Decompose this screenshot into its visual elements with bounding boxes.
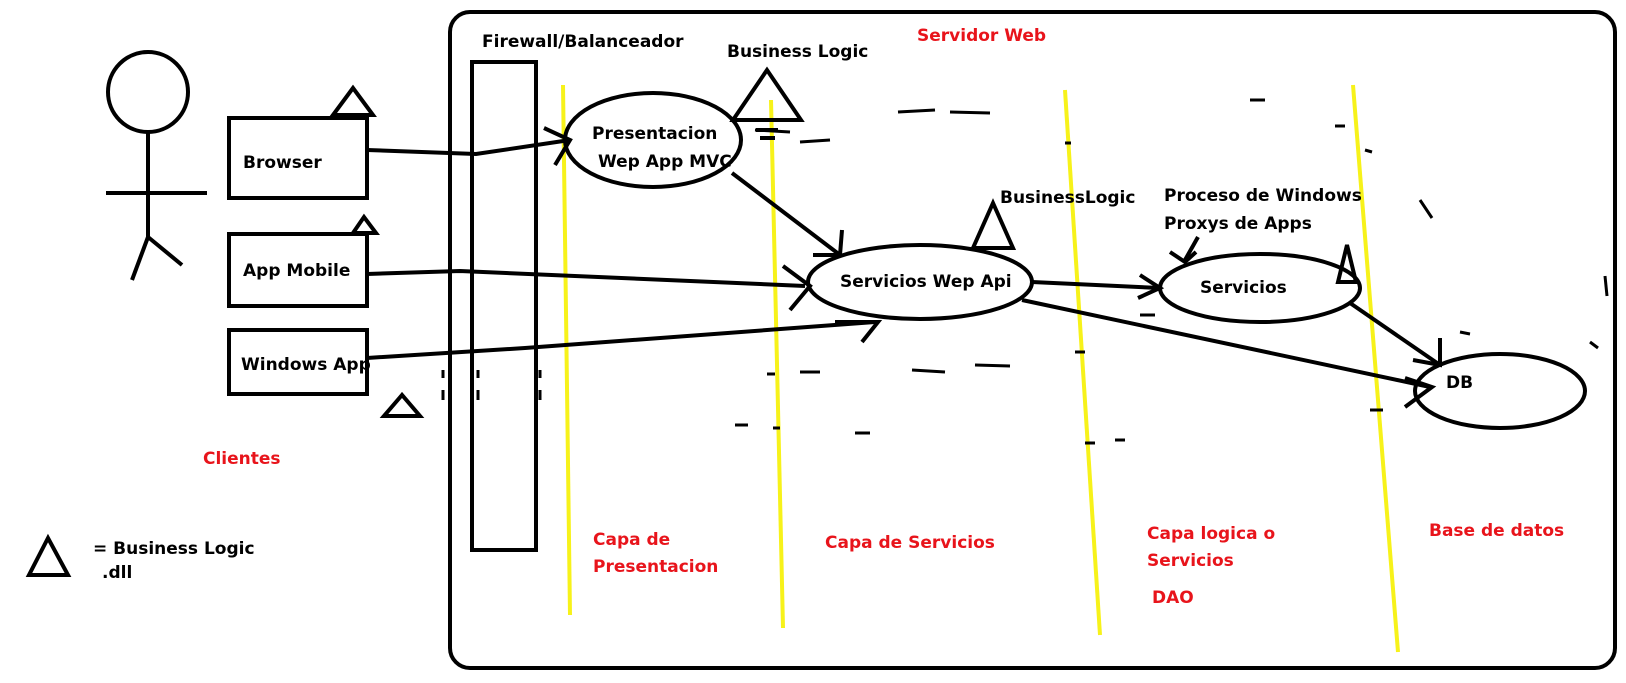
dashed-boundary-marks: [441, 98, 1609, 445]
windows-app-label: Windows App: [241, 355, 371, 375]
presentation-to-webapi-arrow: [730, 171, 842, 257]
layer-divider-2: [769, 99, 785, 629]
stick-figure-user-icon: [106, 50, 207, 281]
firewall-balancer-bar: [470, 60, 538, 552]
browser-label: Browser: [243, 153, 322, 173]
business-logic-top-label: Business Logic: [727, 42, 868, 62]
layer-services-label: Capa de Servicios: [825, 533, 995, 553]
business-logic-mid-label: BusinessLogic: [1000, 188, 1135, 208]
db-node: [1413, 352, 1587, 430]
layer-database-label: Base de datos: [1429, 521, 1564, 541]
presentation-label-1: Presentacion: [592, 124, 717, 144]
windows-process-label-1: Proceso de Windows: [1164, 186, 1362, 206]
triangle-icon: [349, 213, 380, 235]
windows-process-to-services-arrow: [1183, 236, 1200, 261]
triangle-icon: [729, 66, 805, 122]
browser-to-presentation-arrow: [366, 138, 571, 157]
triangle-icon: [379, 391, 425, 418]
firewall-label: Firewall/Balanceador: [482, 32, 684, 52]
triangle-icon: [329, 84, 377, 117]
app-mobile-to-webapi-arrow: [366, 268, 806, 288]
windows-process-label-2: Proxys de Apps: [1164, 214, 1312, 234]
db-label: DB: [1446, 373, 1473, 393]
layer-presentation-label-1: Capa de: [593, 530, 670, 550]
web-api-label: Servicios Wep Api: [840, 272, 1012, 292]
layer-divider-4: [1351, 84, 1400, 653]
layer-logic-label-1: Capa logica o: [1147, 524, 1275, 544]
business-logic-markers: [25, 66, 1359, 577]
presentation-label-2: Wep App MVC: [598, 152, 732, 172]
legend-text-2: .dll: [102, 563, 132, 583]
layer-divider-3: [1063, 89, 1102, 636]
webapi-to-db-arrow: [1021, 298, 1431, 389]
layer-presentation-label-2: Presentacion: [593, 557, 718, 577]
clients-group-label: Clientes: [203, 449, 281, 469]
triangle-icon: [25, 533, 72, 577]
app-mobile-client-box: [227, 232, 369, 308]
services-label: Servicios: [1200, 278, 1287, 298]
layer-logic-label-2: Servicios: [1147, 551, 1234, 571]
webapi-to-services-arrow: [1031, 280, 1161, 290]
layer-dividers: [561, 84, 1400, 653]
windows-app-to-webapi-arrow: [366, 320, 876, 360]
server-title: Servidor Web: [917, 26, 1046, 46]
connectors: [366, 126, 1442, 409]
windows-app-client-box: [227, 328, 369, 396]
triangle-icon: [1335, 244, 1359, 284]
browser-client-box: [227, 116, 369, 200]
services-to-db-arrow: [1348, 301, 1442, 367]
app-mobile-label: App Mobile: [243, 261, 350, 281]
layer-divider-1: [561, 84, 572, 616]
web-server-boundary: [448, 10, 1617, 670]
triangle-icon: [969, 198, 1017, 250]
legend-text-1: = Business Logic: [93, 539, 255, 559]
layer-logic-label-3: DAO: [1152, 588, 1194, 608]
